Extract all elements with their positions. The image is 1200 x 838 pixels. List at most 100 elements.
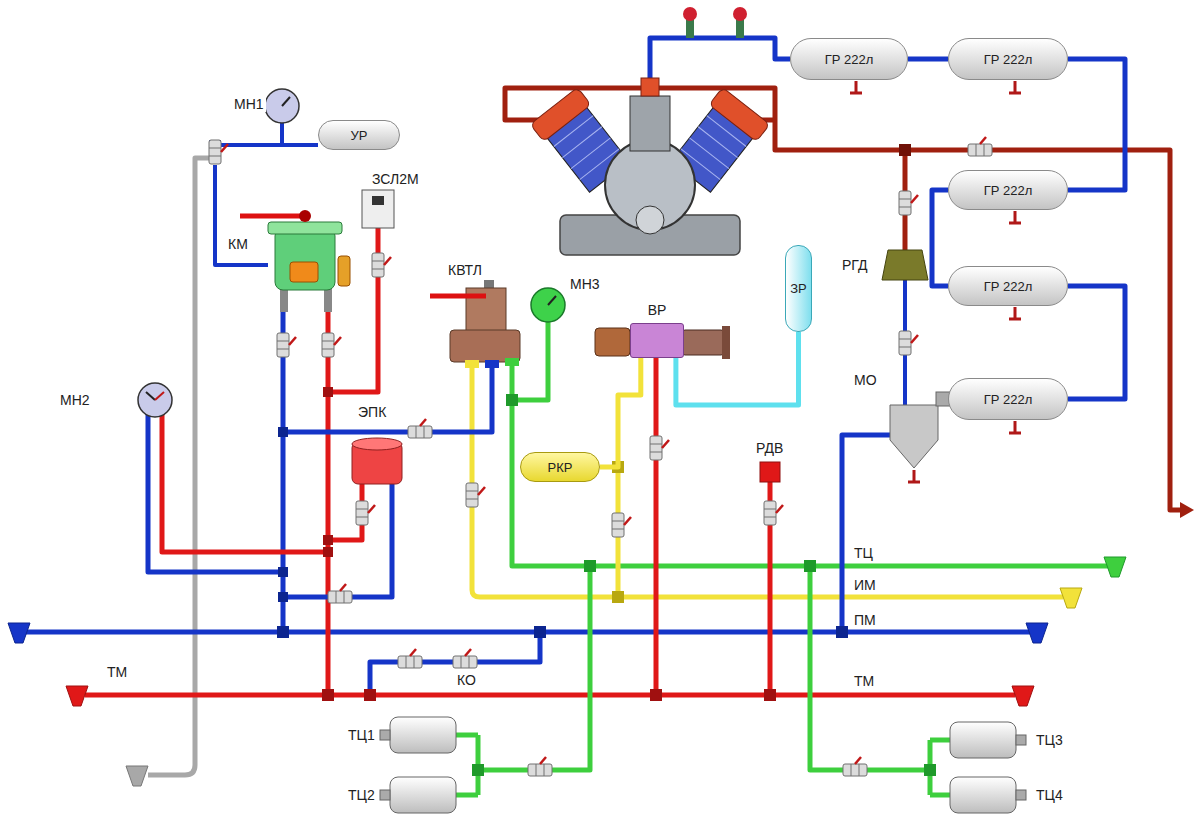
gauges [155,392,164,400]
main-reservoir: ГР 222л [948,170,1068,210]
valves [764,501,783,525]
pipe-tees [924,764,936,776]
valves [398,649,422,668]
gauge-label: МН3 [568,276,602,292]
gauges [138,89,565,417]
pipes [842,435,890,632]
epk-valve [352,438,402,484]
cylinder-label: ТЦ4 [1034,787,1065,803]
drain-cocks [1009,307,1021,319]
pipe-connector [1068,59,1125,190]
valves [356,501,375,525]
pipes [25,38,1180,795]
pipe-tees [534,626,546,638]
drivers-brake-valve [240,210,350,312]
brake-cylinders [380,730,390,740]
drivers-brake-valve [280,288,288,312]
auxiliary-brake-valve [430,294,486,299]
main-reservoir: ГР 222л [790,38,908,80]
pipe-connector [676,332,799,405]
pipe-tees [612,591,624,603]
component-label: КВТЛ [446,262,484,278]
drain-cocks [1009,421,1021,433]
pipe-tees [278,427,288,437]
compressor [562,127,601,158]
oil-separator [890,405,938,468]
spare-reservoir: ЗР [785,245,812,332]
brake-cylinders [380,790,390,800]
pipe-label: ТМ [852,673,876,689]
brake-cylinders [1016,790,1026,800]
pipe-tees [278,567,288,577]
drain-cocks [908,470,920,482]
drivers-brake-valve [268,222,342,234]
valves [843,757,867,776]
pipe-connector [932,190,948,286]
pipe-tees [323,387,333,397]
gauge-label: МН1 [232,96,266,112]
gauges [531,288,565,322]
pipe-tees [899,144,911,156]
valves [209,137,992,776]
pipe-tees [472,764,484,776]
pipe-connector [1068,286,1125,399]
node-text: ГР 222л [984,279,1033,294]
pipe-tees [277,626,289,638]
pipe-connector [600,358,641,467]
brake-cylinders [390,777,456,813]
drivers-brake-valve [240,214,305,219]
compressor [636,206,664,234]
pipes [370,632,540,695]
pipe-tees [364,689,376,701]
pipe-tees [278,592,288,602]
pipe-tees [323,535,333,545]
node-heading: ВР [646,302,669,318]
pipe-tees [836,626,848,638]
component-label: КО [455,672,478,688]
pressure-regulator [882,250,928,280]
pipe-tees [323,547,333,557]
pipes [326,312,331,695]
node-text: ГР 222л [984,183,1033,198]
end-cocks [1012,686,1034,706]
pipes [162,414,328,552]
component-label: МО [852,372,879,388]
cylinder-label: ТЦ2 [346,787,377,803]
gauges [265,89,299,123]
air-distributor: ВР [630,323,684,358]
air-distributor-body [595,328,630,356]
brake-cylinders [390,717,456,753]
main-reservoir: ГР 222л [948,266,1068,306]
pipe-tees [584,560,596,572]
safety-valves [683,7,747,38]
main-reservoir: ГР 222л [948,38,1068,80]
end-cocks [126,766,148,786]
pipes [25,630,1030,635]
node-text: ЗР [790,281,807,296]
drain-cocks [850,81,862,93]
valves [277,333,296,357]
end-cocks [8,557,1126,786]
safety-valves [683,7,697,21]
compressor [641,78,659,96]
drivers-brake-valve [275,228,335,290]
end-cocks [1060,588,1082,608]
drain-cocks [1009,211,1021,223]
gauge-label: МН2 [58,392,92,408]
drain-cocks [1009,81,1021,93]
valves [899,191,918,215]
pipes [283,484,392,597]
pipe-tees [506,394,518,406]
pipes [456,566,590,795]
brake-cylinders [950,722,1016,758]
component-label: РДВ [754,440,785,456]
air-distributor-body [682,330,724,355]
pipes [654,358,659,695]
node-text: УР [351,128,368,143]
safety-valves [733,7,747,21]
compressor [530,87,591,141]
component-label: ЗСЛ2М [370,171,421,187]
brake-cylinders [1016,735,1026,745]
epk-valve [352,438,402,450]
